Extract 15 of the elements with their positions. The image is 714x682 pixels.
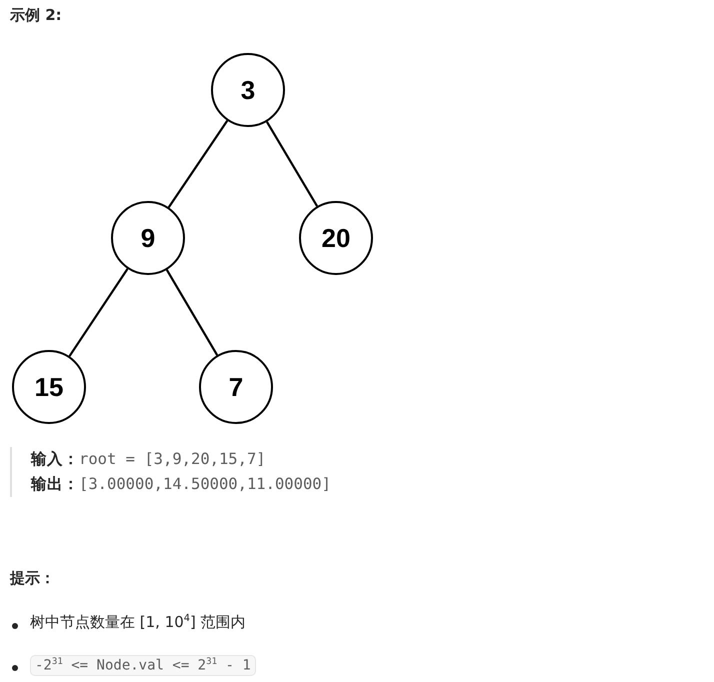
tree-edge xyxy=(168,120,228,208)
heading: 示例 2: xyxy=(10,6,62,25)
section-heading: 提示： xyxy=(10,569,55,588)
node-value: 9 xyxy=(140,222,156,254)
constraint-code: -2$^{31}$ <= Node.val <= 2$^{31}$ - 1 xyxy=(30,655,256,676)
node-value: 15 xyxy=(34,372,64,402)
tree-edge xyxy=(166,269,218,356)
node-value: 20 xyxy=(322,222,350,254)
input-line: 输入：root = [3,9,20,15,7] xyxy=(31,449,266,470)
constraint-text: 树中节点数量在 [1, 10$^{4}$] 范围内 xyxy=(30,613,246,632)
tree-edge xyxy=(68,268,128,357)
output-line: 输出：[3.00000,14.50000,11.00000] xyxy=(31,474,331,495)
node-value: 7 xyxy=(228,372,244,402)
node-value: 3 xyxy=(240,74,256,106)
tree-edge xyxy=(266,121,318,207)
